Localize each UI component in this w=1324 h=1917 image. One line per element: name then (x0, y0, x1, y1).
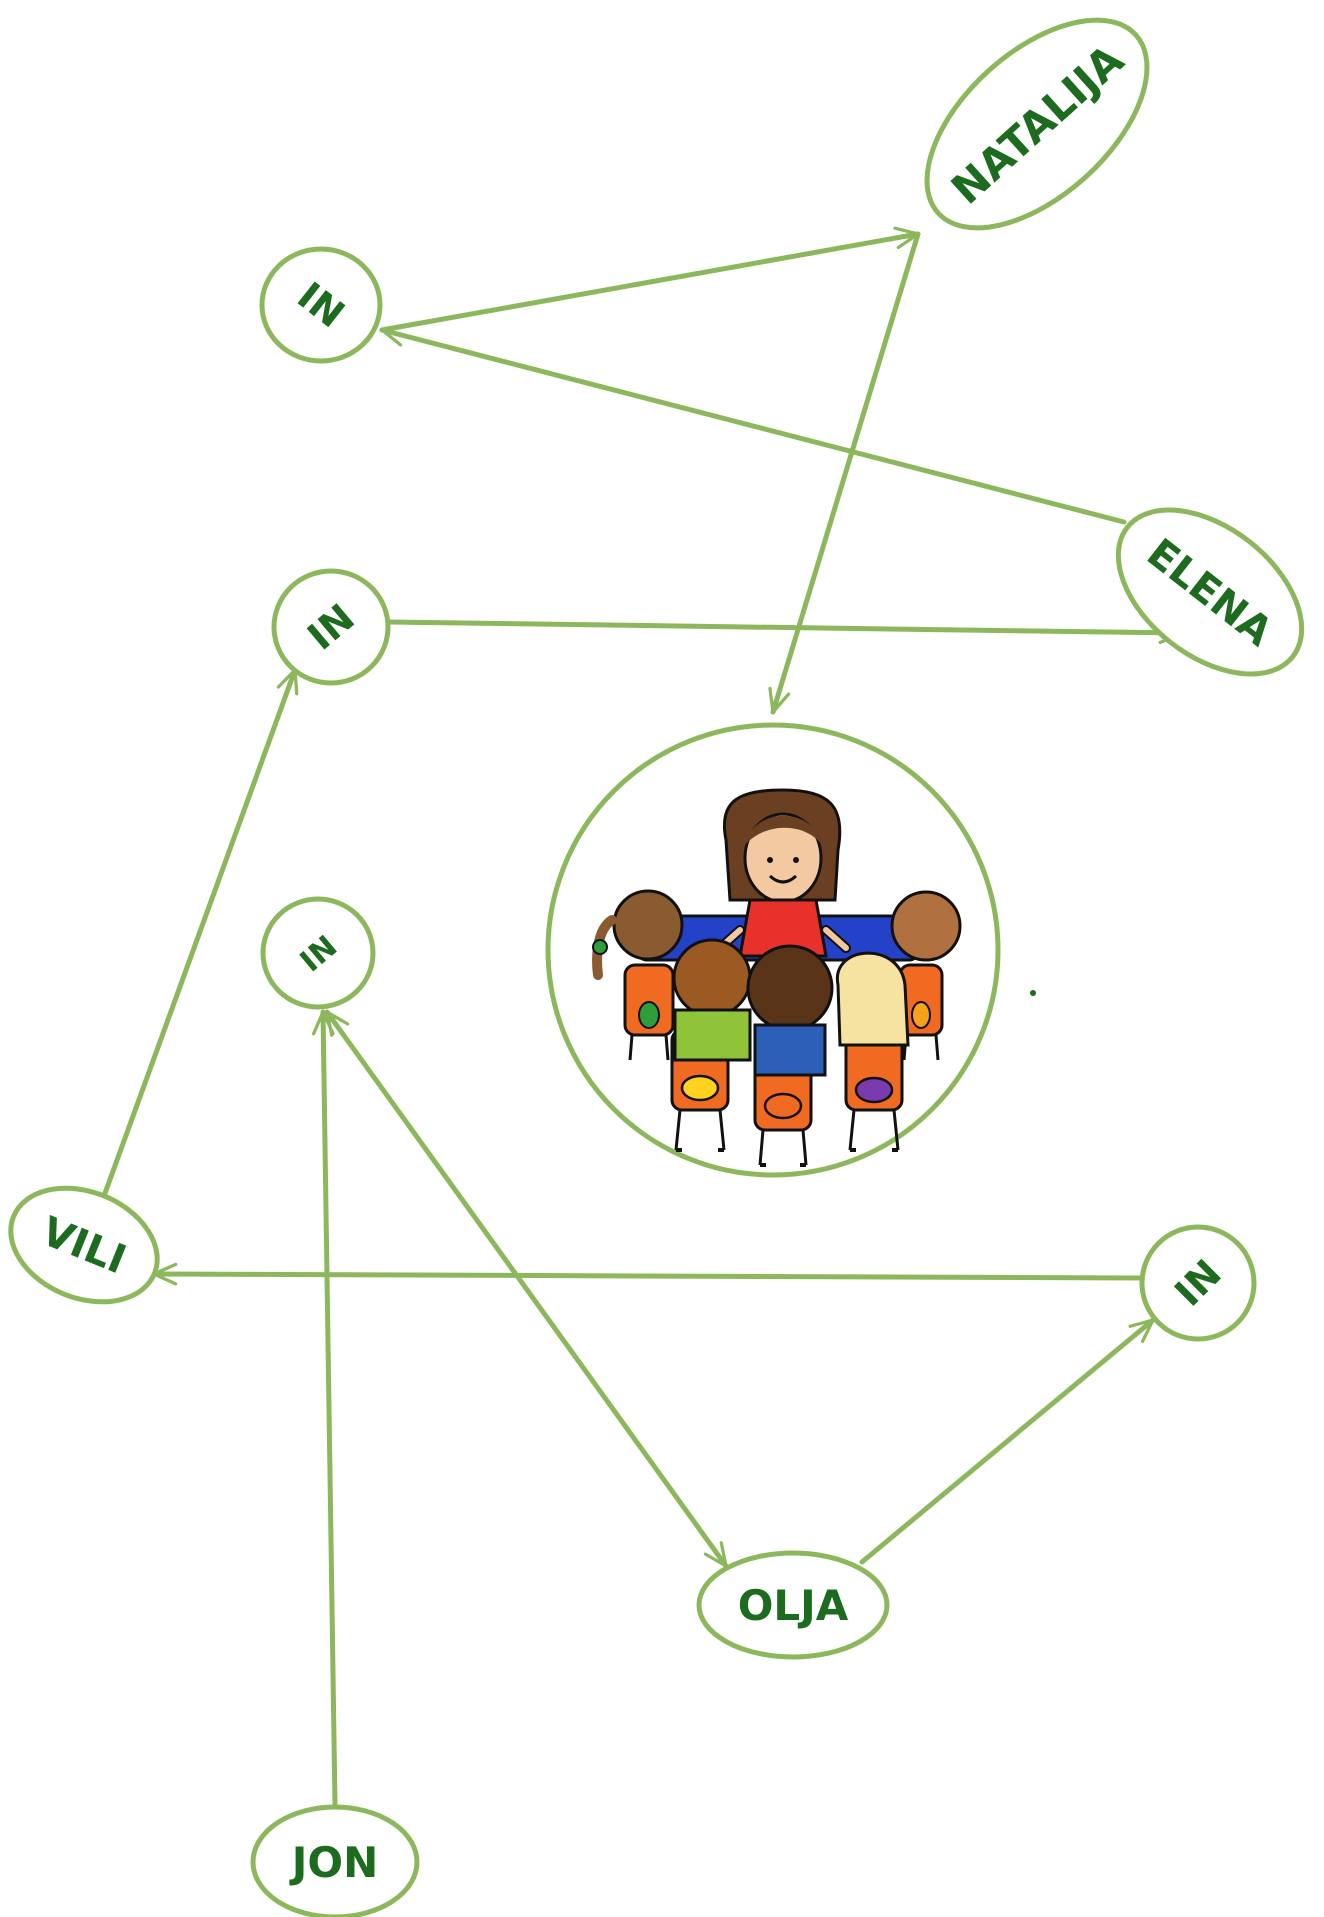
node-olja: OLJA (699, 1553, 887, 1657)
node-in-2: IN (274, 571, 388, 683)
edge-in4-to-vili (154, 1274, 1142, 1278)
teacher-figure (720, 790, 846, 956)
stray-dot (1030, 990, 1036, 996)
center-node (548, 725, 998, 1175)
edge-jon-to-in3 (323, 1012, 335, 1805)
edge-elena-to-in1 (382, 330, 1124, 522)
node-elena: ELENA (1088, 477, 1324, 707)
node-olja-label: OLJA (738, 1581, 849, 1630)
edge-in1-to-natalija (382, 234, 918, 330)
edge-in2-to-elena (388, 622, 1182, 633)
edge-olja-to-in4 (862, 1320, 1153, 1562)
edge-natalija-to-center (773, 234, 918, 712)
node-natalija: NATALIJA (890, 0, 1184, 267)
node-in-4: IN (1142, 1227, 1254, 1339)
node-in-3: IN (263, 899, 373, 1007)
node-in-1: IN (262, 249, 380, 361)
node-jon-label: JON (289, 1838, 378, 1887)
node-vili: VILI (0, 1167, 174, 1322)
node-jon: JON (253, 1807, 417, 1917)
